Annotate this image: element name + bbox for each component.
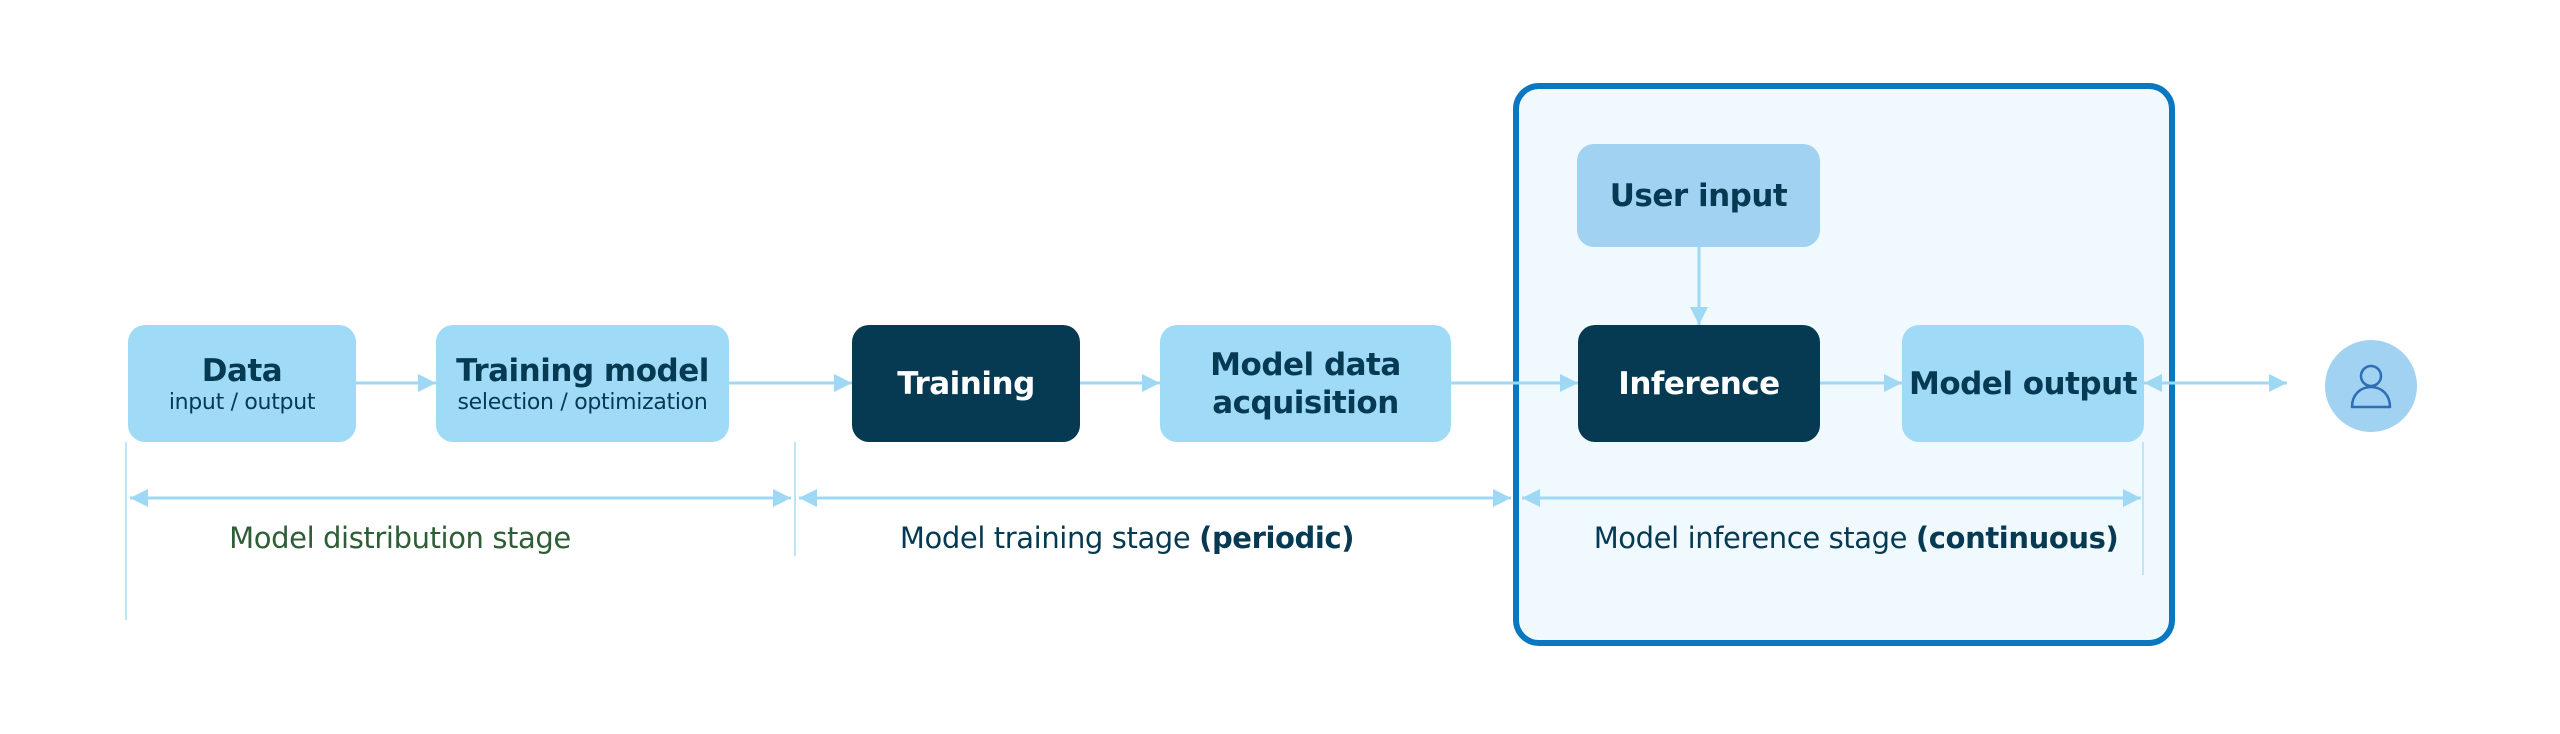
node-training-model: Training model selection / optimization (436, 325, 729, 442)
node-data: Data input / output (128, 325, 356, 442)
stage-inference-qualifier: (continuous) (1915, 521, 2119, 555)
node-data-title: Data (201, 352, 283, 389)
stage-training-text: Model training stage (899, 521, 1191, 555)
node-acquisition-title-line1: Model data (1210, 346, 1401, 383)
node-training-model-title: Training model (456, 352, 709, 389)
node-user-input-title: User input (1609, 177, 1788, 214)
stage-training-qualifier: (periodic) (1199, 521, 1355, 555)
stage-label-inference: Model inference stage (continuous) (1594, 520, 2119, 556)
node-model-output-title: Model output (1908, 365, 2138, 402)
node-inference: Inference (1578, 325, 1820, 442)
stage-label-distribution: Model distribution stage (229, 520, 571, 556)
stage-distribution-text: Model distribution stage (229, 521, 571, 555)
node-training-model-subtitle: selection / optimization (457, 389, 708, 415)
node-user-input: User input (1577, 144, 1820, 247)
node-inference-title: Inference (1618, 365, 1780, 402)
node-data-subtitle: input / output (168, 389, 316, 415)
node-training: Training (852, 325, 1080, 442)
stage-inference-text: Model inference stage (1593, 521, 1908, 555)
node-model-output: Model output (1902, 325, 2144, 442)
user-icon (2350, 364, 2392, 409)
stage-label-training: Model training stage (periodic) (899, 520, 1355, 556)
node-training-title: Training (897, 365, 1035, 402)
user-avatar (2325, 340, 2417, 432)
node-acquisition-title-line2: acquisition (1212, 384, 1399, 421)
node-model-data-acquisition: Model data acquisition (1160, 325, 1451, 442)
